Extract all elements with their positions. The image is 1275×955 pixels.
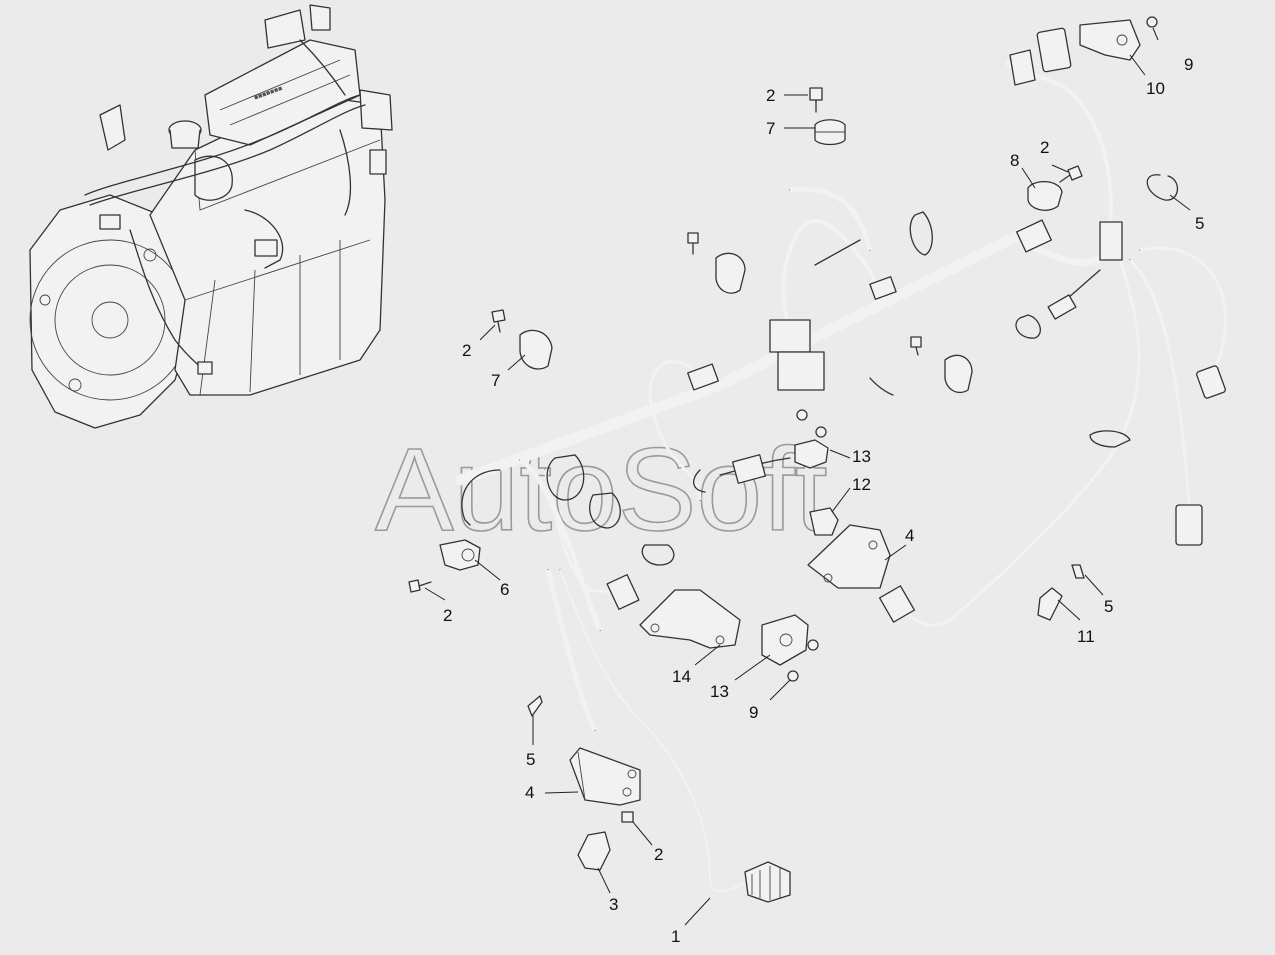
wiring-harness (454, 27, 1227, 903)
callout-13: 13 (710, 682, 729, 701)
callout-9: 9 (749, 703, 758, 722)
callout-8: 8 (1010, 151, 1019, 170)
callout-5: 5 (526, 750, 535, 769)
callout-10: 10 (1146, 79, 1165, 98)
callout-2: 2 (766, 86, 775, 105)
loose-parts (408, 16, 1179, 871)
callout-4: 4 (905, 526, 914, 545)
callout-13: 13 (852, 447, 871, 466)
engine-overview: ■■■■■■■ (29, 4, 393, 429)
callout-4: 4 (525, 783, 534, 802)
callout-2: 2 (1040, 138, 1049, 157)
callout-7: 7 (766, 119, 775, 138)
callout-6: 6 (500, 580, 509, 599)
callout-2: 2 (654, 845, 663, 864)
leader-lines (424, 27, 1191, 926)
callout-1: 1 (671, 927, 680, 946)
callout-labels: 9 10 2 7 2 8 5 2 7 13 12 4 6 2 5 11 14 1… (443, 55, 1204, 946)
callout-2: 2 (462, 341, 471, 360)
callout-5: 5 (1104, 597, 1113, 616)
callout-9: 9 (1184, 55, 1193, 74)
callout-14: 14 (672, 667, 691, 686)
callout-2: 2 (443, 606, 452, 625)
callout-5: 5 (1195, 214, 1204, 233)
callout-7: 7 (491, 371, 500, 390)
callout-3: 3 (609, 895, 618, 914)
callout-12: 12 (852, 475, 871, 494)
watermark: AutoSoft (375, 424, 828, 556)
callout-11: 11 (1077, 627, 1095, 646)
